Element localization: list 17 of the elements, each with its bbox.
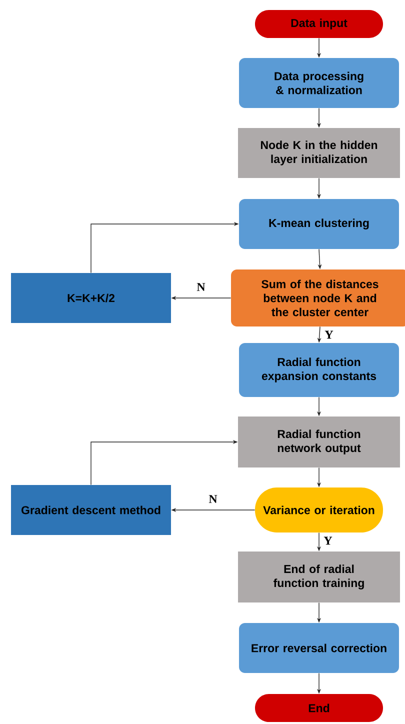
terminal-pill: Data input bbox=[255, 10, 383, 38]
edge-label: N bbox=[208, 494, 218, 504]
terminal-pill: End bbox=[255, 694, 383, 722]
edge-label: Y bbox=[324, 330, 334, 340]
process-box: Node K in the hidden layer initialization bbox=[238, 128, 400, 178]
process-box: K=K+K/2 bbox=[11, 273, 171, 323]
process-box: Gradient descent method bbox=[11, 485, 171, 535]
process-box: End of radial function training bbox=[238, 552, 400, 602]
process-box: Error reversal correction bbox=[239, 623, 399, 673]
edge-label: Y bbox=[322, 536, 334, 546]
process-box: K-mean clustering bbox=[239, 199, 399, 249]
edge-label: N bbox=[196, 282, 206, 292]
decision-pill: Variance or iteration bbox=[255, 488, 383, 532]
process-box: Data processing & normalization bbox=[239, 58, 399, 108]
process-box: Radial function expansion constants bbox=[239, 343, 399, 397]
decision-box: Sum of the distances between node K and the cluster center bbox=[231, 270, 405, 326]
process-box: Radial function network output bbox=[238, 416, 400, 468]
